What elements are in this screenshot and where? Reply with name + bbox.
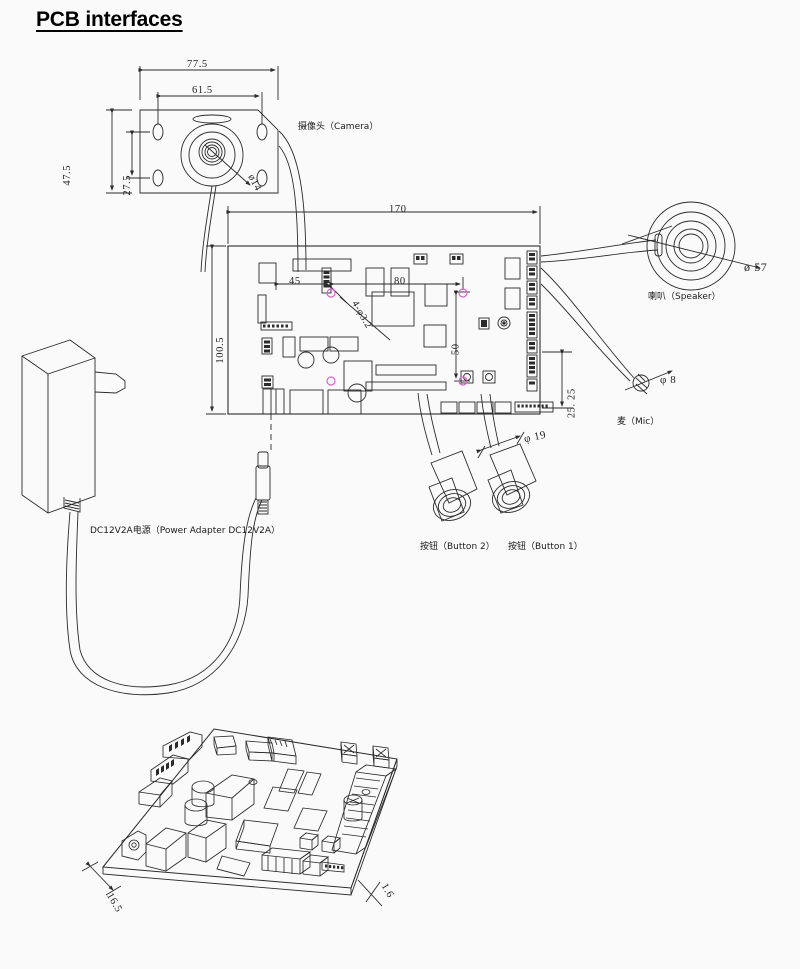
page-title: PCB interfaces <box>36 8 183 31</box>
right-edge-connectors <box>526 250 538 392</box>
dim-right-offset: 25. 25 <box>566 388 578 419</box>
dim-vertical-span: 50 <box>450 343 462 356</box>
dim-bracket-height: 47.5 <box>62 164 74 186</box>
label-speaker: 喇叭（Speaker） <box>648 292 721 302</box>
power-adapter-drawing <box>21 339 263 696</box>
label-power-adapter: DC12V2A电源（Power Adapter DC12V2A） <box>90 526 281 536</box>
main-board-top-view <box>206 206 572 415</box>
dim-bracket-hole-span-h: 61.5 <box>192 85 213 96</box>
label-button-1: 按钮（Button 1） <box>508 542 583 552</box>
label-mic: 麦（Mic） <box>617 417 660 427</box>
dim-bracket-width: 77.5 <box>187 59 208 70</box>
dim-board-height: 100.5 <box>215 336 227 364</box>
camera-bracket-drawing <box>106 66 279 194</box>
button2-drawing <box>417 392 478 522</box>
label-button-2: 按钮（Button 2） <box>420 542 495 552</box>
dim-mic-diameter: φ 8 <box>660 374 677 386</box>
camera-cable <box>200 130 307 273</box>
label-camera: 摄像头（Camera） <box>298 122 379 132</box>
mic-drawing <box>624 370 673 395</box>
speaker-drawing <box>621 201 761 291</box>
speaker-cable <box>540 239 659 263</box>
mic-cable <box>540 267 635 382</box>
dim-offset-left: 45 <box>289 276 301 287</box>
dim-speaker-diameter: ø 57 <box>744 260 768 274</box>
dim-bracket-hole-span-v: 27.5 <box>122 174 134 196</box>
dim-board-width: 170 <box>389 204 407 215</box>
pcb-iso-view <box>81 728 398 907</box>
mounting-hole-markers <box>326 288 468 386</box>
dc-jack-drawing <box>255 414 272 515</box>
dim-offset-mid: 80 <box>394 276 406 287</box>
button1-drawing <box>476 393 537 514</box>
